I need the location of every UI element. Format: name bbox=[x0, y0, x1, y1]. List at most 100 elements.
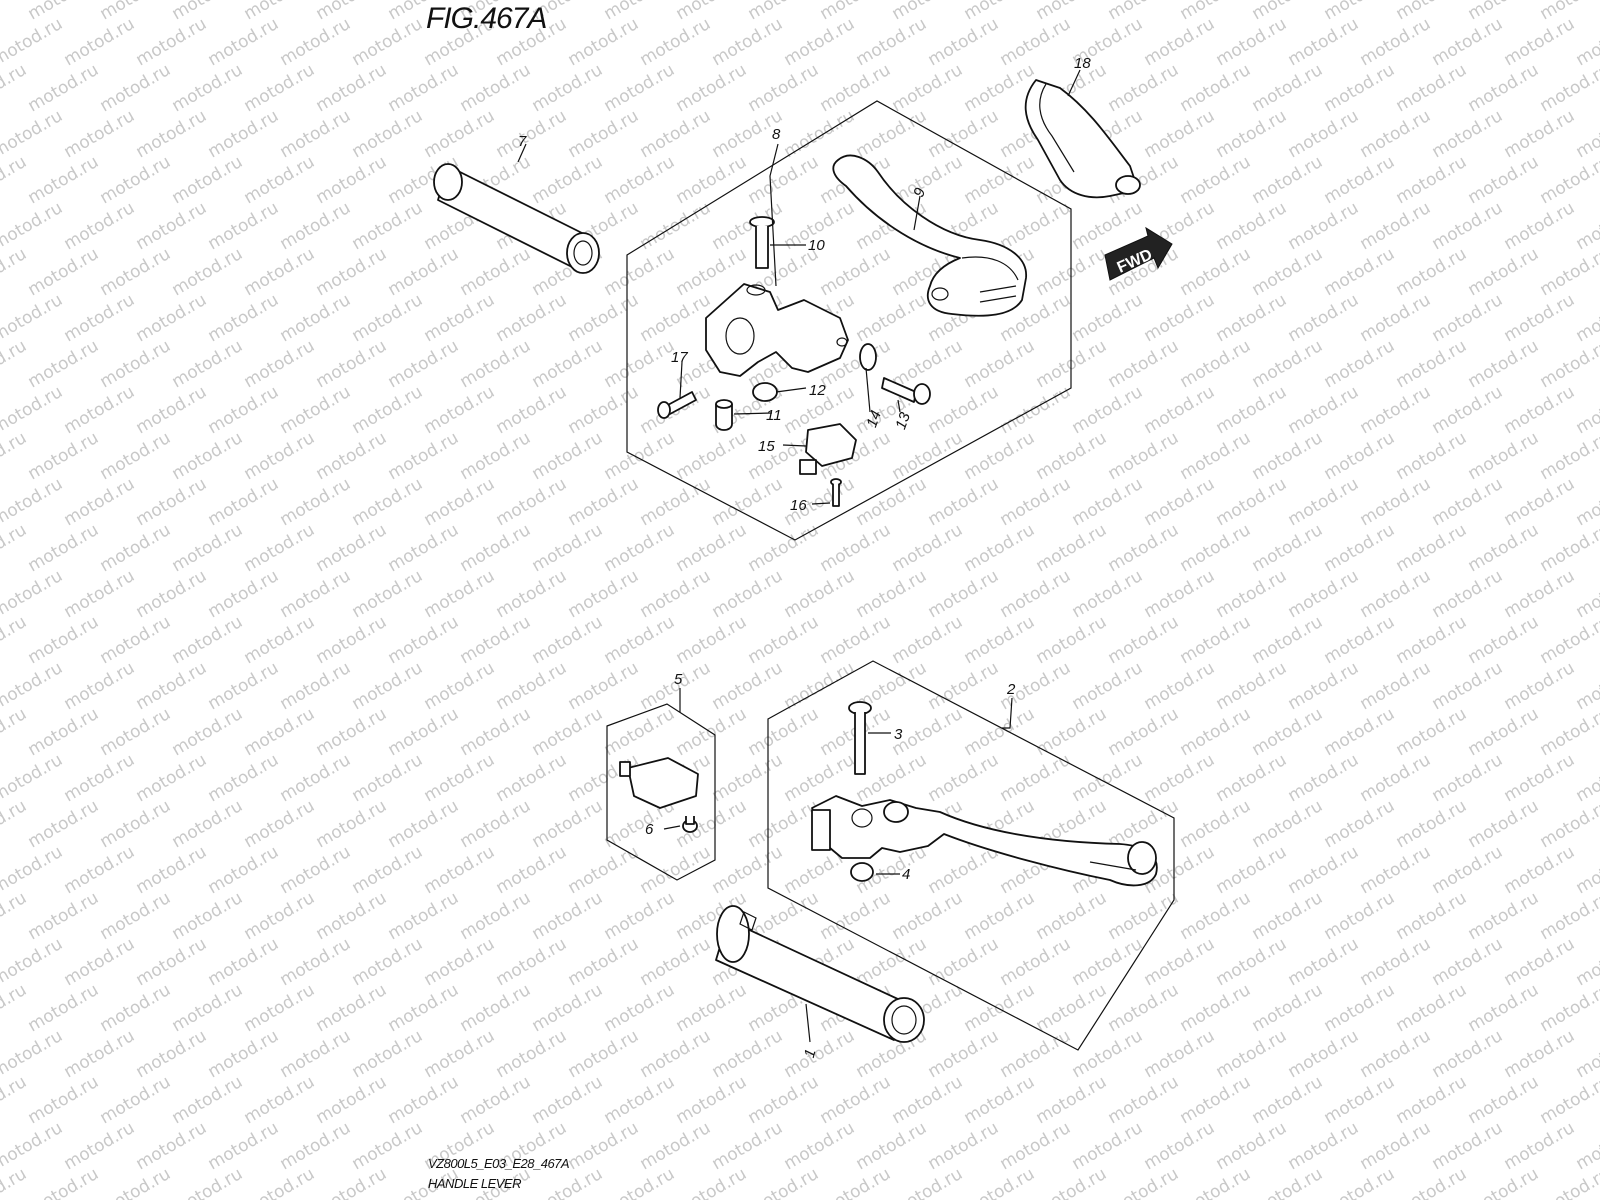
watermark-text: motod.ru bbox=[457, 428, 535, 484]
watermark-text: motod.ru bbox=[1573, 658, 1600, 714]
watermark-text: motod.ru bbox=[1501, 198, 1579, 254]
watermark-text: motod.ru bbox=[529, 152, 607, 208]
watermark-text: motod.ru bbox=[1357, 842, 1435, 898]
watermark-text: motod.ru bbox=[457, 704, 535, 760]
watermark-text: motod.ru bbox=[925, 658, 1003, 714]
watermark-text: motod.ru bbox=[1285, 14, 1363, 70]
watermark-text: motod.ru bbox=[349, 474, 427, 530]
watermark-text: motod.ru bbox=[529, 980, 607, 1036]
watermark-text: motod.ru bbox=[313, 336, 391, 392]
watermark-text: motod.ru bbox=[1069, 1118, 1147, 1174]
watermark-text: motod.ru bbox=[421, 1026, 499, 1082]
watermark-text: motod.ru bbox=[169, 1072, 247, 1128]
watermark-text: motod.ru bbox=[493, 750, 571, 806]
watermark-text: motod.ru bbox=[25, 796, 103, 852]
watermark-text: motod.ru bbox=[601, 612, 679, 668]
watermark-text: motod.ru bbox=[457, 336, 535, 392]
watermark-text: motod.ru bbox=[133, 474, 211, 530]
watermark-text: motod.ru bbox=[1501, 14, 1579, 70]
watermark-text: motod.ru bbox=[1429, 1118, 1507, 1174]
watermark-text: motod.ru bbox=[241, 428, 319, 484]
watermark-text: motod.ru bbox=[745, 520, 823, 576]
watermark-text: motod.ru bbox=[133, 566, 211, 622]
watermark-text: motod.ru bbox=[1033, 704, 1111, 760]
watermark-text: motod.ru bbox=[997, 1026, 1075, 1082]
watermark-text: motod.ru bbox=[1249, 1072, 1327, 1128]
watermark-text: motod.ru bbox=[1213, 106, 1291, 162]
watermark-text: motod.ru bbox=[997, 382, 1075, 438]
watermark-text: motod.ru bbox=[637, 198, 715, 254]
watermark-text: motod.ru bbox=[385, 244, 463, 300]
watermark-text: motod.ru bbox=[169, 520, 247, 576]
watermark-text: motod.ru bbox=[385, 704, 463, 760]
watermark-text: motod.ru bbox=[421, 106, 499, 162]
watermark-text: motod.ru bbox=[1321, 1164, 1399, 1200]
watermark-text: motod.ru bbox=[0, 0, 30, 24]
watermark-text: motod.ru bbox=[745, 0, 823, 24]
watermark-text: motod.ru bbox=[241, 520, 319, 576]
watermark-text: motod.ru bbox=[1321, 704, 1399, 760]
watermark-text: motod.ru bbox=[385, 796, 463, 852]
watermark-text: motod.ru bbox=[961, 612, 1039, 668]
watermark-text: motod.ru bbox=[1501, 842, 1579, 898]
watermark-text: motod.ru bbox=[1141, 566, 1219, 622]
watermark-text: motod.ru bbox=[1141, 474, 1219, 530]
watermark-text: motod.ru bbox=[1249, 0, 1327, 24]
watermark-text: motod.ru bbox=[241, 980, 319, 1036]
grip-part-7 bbox=[433, 163, 600, 274]
watermark-text: motod.ru bbox=[169, 152, 247, 208]
watermark-text: motod.ru bbox=[601, 244, 679, 300]
watermark-text: motod.ru bbox=[745, 152, 823, 208]
watermark-text: motod.ru bbox=[25, 704, 103, 760]
watermark-text: motod.ru bbox=[277, 1118, 355, 1174]
watermark-text: motod.ru bbox=[817, 244, 895, 300]
callout-16: 16 bbox=[790, 497, 807, 514]
watermark-text: motod.ru bbox=[601, 704, 679, 760]
watermark-text: motod.ru bbox=[169, 612, 247, 668]
watermark-text: motod.ru bbox=[1357, 1118, 1435, 1174]
watermark-text: motod.ru bbox=[1573, 106, 1600, 162]
watermark-text: motod.ru bbox=[313, 0, 391, 24]
watermark-text: motod.ru bbox=[1393, 1072, 1471, 1128]
watermark-text: motod.ru bbox=[97, 796, 175, 852]
watermark-text: motod.ru bbox=[601, 152, 679, 208]
watermark-text: motod.ru bbox=[493, 842, 571, 898]
watermark-text: motod.ru bbox=[1213, 842, 1291, 898]
watermark-text: motod.ru bbox=[97, 520, 175, 576]
watermark-text: motod.ru bbox=[1321, 152, 1399, 208]
watermark-text: motod.ru bbox=[169, 980, 247, 1036]
watermark-text: motod.ru bbox=[61, 474, 139, 530]
watermark-text: motod.ru bbox=[745, 612, 823, 668]
watermark-text: motod.ru bbox=[1393, 704, 1471, 760]
watermark-text: motod.ru bbox=[925, 1026, 1003, 1082]
watermark-text: motod.ru bbox=[277, 474, 355, 530]
watermark-text: motod.ru bbox=[241, 1164, 319, 1200]
watermark-text: motod.ru bbox=[997, 474, 1075, 530]
watermark-text: motod.ru bbox=[1393, 244, 1471, 300]
watermark-text: motod.ru bbox=[709, 1118, 787, 1174]
watermark-text: motod.ru bbox=[781, 1026, 859, 1082]
watermark-text: motod.ru bbox=[1465, 336, 1543, 392]
watermark-text: motod.ru bbox=[745, 1072, 823, 1128]
watermark-text: motod.ru bbox=[349, 1026, 427, 1082]
watermark-text: motod.ru bbox=[133, 14, 211, 70]
watermark-text: motod.ru bbox=[601, 428, 679, 484]
watermark-text: motod.ru bbox=[997, 750, 1075, 806]
watermark-text: motod.ru bbox=[169, 428, 247, 484]
watermark-text: motod.ru bbox=[349, 290, 427, 346]
watermark-text: motod.ru bbox=[1429, 290, 1507, 346]
watermark-text: motod.ru bbox=[1357, 566, 1435, 622]
watermark-text: motod.ru bbox=[961, 520, 1039, 576]
watermark-text: motod.ru bbox=[385, 980, 463, 1036]
watermark-text: motod.ru bbox=[25, 60, 103, 116]
watermark-text: motod.ru bbox=[1105, 60, 1183, 116]
watermark-text: motod.ru bbox=[601, 980, 679, 1036]
watermark-text: motod.ru bbox=[1501, 658, 1579, 714]
watermark-text: motod.ru bbox=[1213, 382, 1291, 438]
watermark-text: motod.ru bbox=[385, 520, 463, 576]
watermark-text: motod.ru bbox=[97, 1164, 175, 1200]
watermark-text: motod.ru bbox=[0, 704, 30, 760]
watermark-text: motod.ru bbox=[1213, 198, 1291, 254]
watermark-text: motod.ru bbox=[1357, 106, 1435, 162]
watermark-text: motod.ru bbox=[241, 612, 319, 668]
